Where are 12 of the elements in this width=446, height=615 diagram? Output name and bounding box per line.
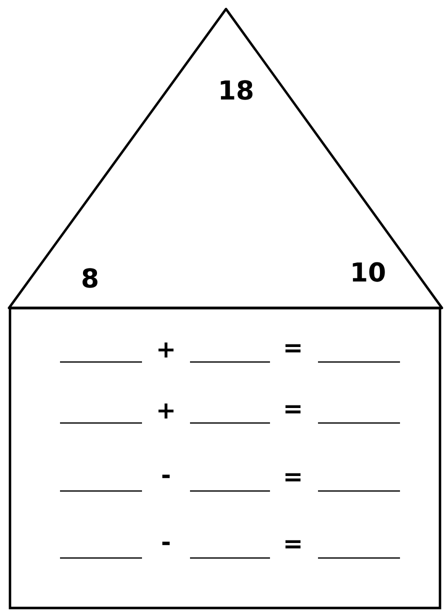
operator-sign: - bbox=[162, 474, 170, 478]
operator-sign: - bbox=[162, 542, 170, 546]
number-label: 10 bbox=[352, 262, 385, 282]
operator-sign: = bbox=[285, 405, 300, 414]
operator-sign: = bbox=[285, 540, 300, 548]
operator-sign: + bbox=[158, 403, 174, 419]
operator-sign: = bbox=[285, 473, 300, 482]
number-label: 8 bbox=[82, 268, 98, 288]
house-body bbox=[8, 306, 442, 610]
operator-sign: = bbox=[285, 344, 300, 352]
number-label: 18 bbox=[220, 80, 252, 100]
operator-sign: + bbox=[158, 342, 174, 358]
